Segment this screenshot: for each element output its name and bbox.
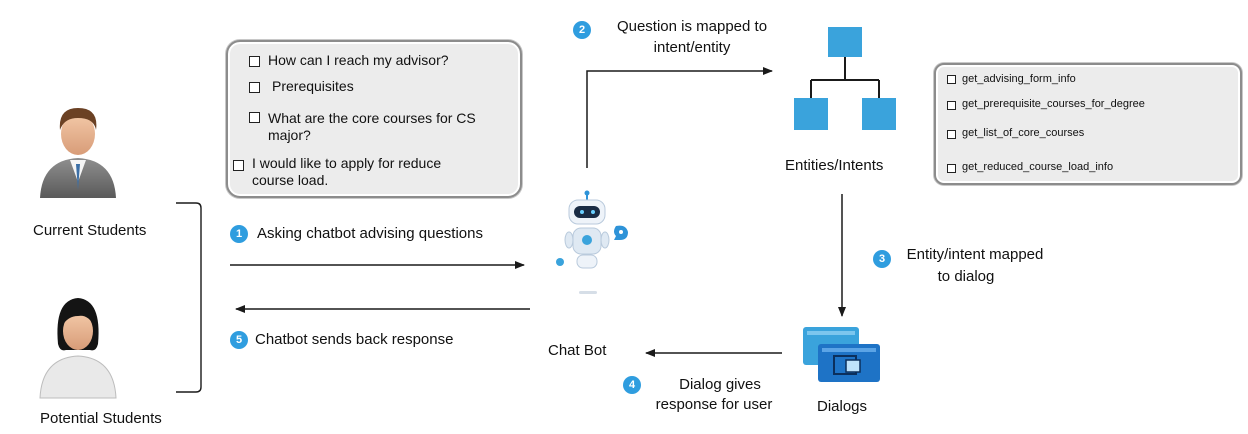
step-5-badge: 5 (230, 331, 248, 349)
potential-student-icon (39, 298, 117, 399)
dialogs-window-icon (803, 327, 880, 382)
sample-questions-box (226, 40, 522, 198)
step-5-text: Chatbot sends back response (255, 331, 454, 348)
question-checkbox[interactable] (249, 56, 260, 67)
question-item: What are the core courses for CS major? (268, 110, 476, 143)
intent-item: get_reduced_course_load_info (962, 161, 1114, 173)
dialogs-label: Dialogs (817, 398, 868, 415)
entities-hierarchy-icon (794, 27, 896, 130)
question-checkbox[interactable] (249, 82, 260, 93)
question-checkbox[interactable] (233, 160, 244, 171)
current-student-icon (40, 108, 116, 198)
intent-item: get_list_of_core_courses (962, 127, 1085, 139)
step-4-badge: 4 (623, 376, 641, 394)
step-3-text: Entity/intent mapped to dialog (906, 246, 1044, 285)
step-2-text: Question is mapped to intent/entity (616, 18, 768, 56)
intent-checkbox[interactable] (947, 101, 956, 110)
current-students-label: Current Students (33, 222, 147, 239)
step-1-text: Asking chatbot advising questions (257, 225, 483, 242)
potential-students-label: Potential Students (40, 410, 162, 427)
step-1-badge: 1 (230, 225, 248, 243)
question-checkbox[interactable] (249, 112, 260, 123)
question-item: How can I reach my advisor? (268, 52, 449, 68)
chat-bot-label: Chat Bot (548, 342, 607, 359)
step-3-badge: 3 (873, 250, 891, 268)
intent-checkbox[interactable] (947, 75, 956, 84)
entities-intents-label: Entities/Intents (785, 157, 884, 174)
intent-item: get_advising_form_info (962, 73, 1076, 85)
step-2-badge: 2 (573, 21, 591, 39)
question-item: I would like to apply for reduce course … (252, 155, 442, 188)
chatbot-robot-icon (556, 190, 628, 294)
arrow-bot-to-intents (586, 67, 773, 168)
intent-checkbox[interactable] (947, 130, 956, 139)
students-bracket (176, 202, 202, 393)
step-4-text: Dialog gives response for user (655, 376, 773, 413)
intent-checkbox[interactable] (947, 164, 956, 173)
intent-item: get_prerequisite_courses_for_degree (962, 98, 1145, 110)
intents-list-box (934, 63, 1242, 185)
question-item: Prerequisites (272, 78, 354, 94)
